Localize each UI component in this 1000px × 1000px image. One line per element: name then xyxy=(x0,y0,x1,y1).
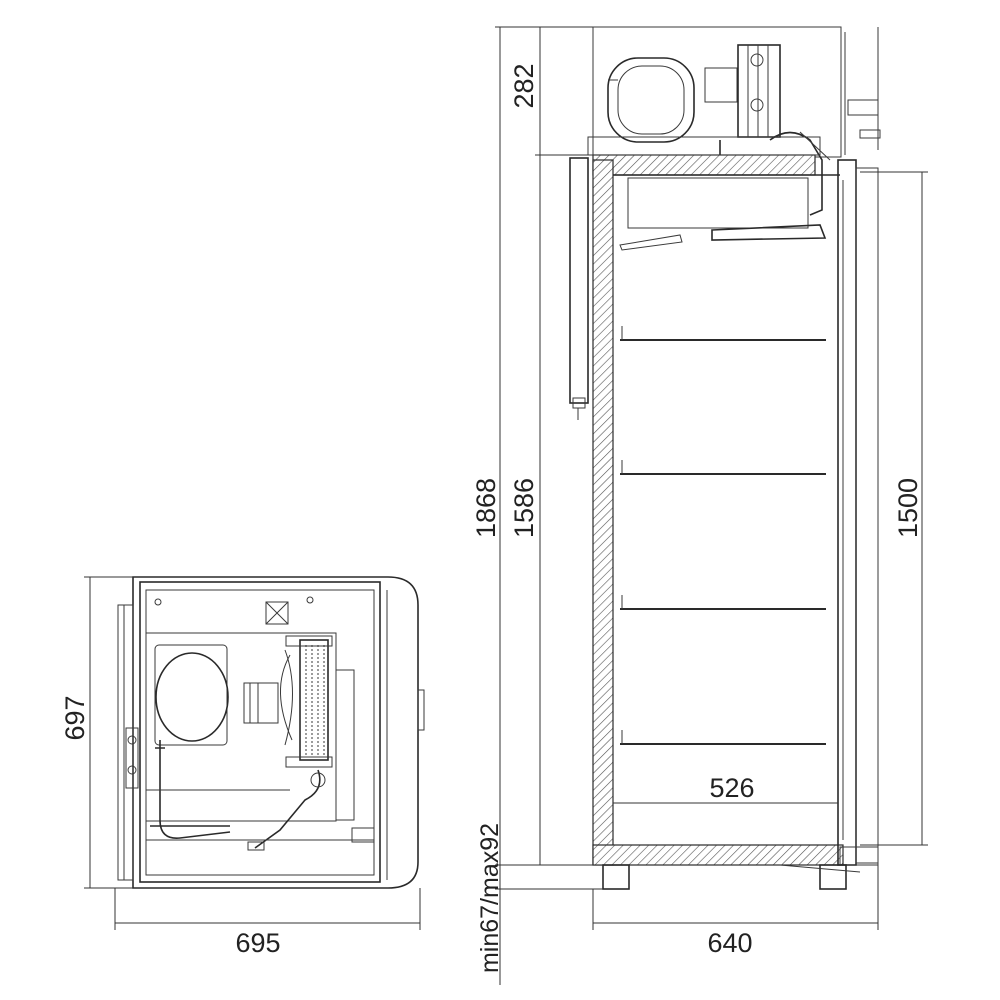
side-view xyxy=(569,26,881,890)
top-condenser-fan xyxy=(737,44,781,138)
dim-body-height: 1586 xyxy=(509,478,539,538)
dim-inner-height: 1500 xyxy=(893,478,923,538)
dim-top-unit-height: 282 xyxy=(509,63,539,108)
dim-side-width: 640 xyxy=(707,928,752,958)
plan-body xyxy=(139,581,381,883)
foot-right xyxy=(819,864,847,890)
plan-pipes xyxy=(150,740,321,849)
plan-view xyxy=(117,576,425,889)
back-drain-tube xyxy=(569,157,589,404)
evaporator xyxy=(627,177,809,229)
top-fan-motor xyxy=(704,67,738,103)
dim-inner-width: 526 xyxy=(709,773,754,803)
top-compressor xyxy=(607,57,695,143)
glass-door xyxy=(837,159,857,866)
dim-plan-depth: 697 xyxy=(60,695,90,740)
cabinet-bottom xyxy=(592,844,844,866)
side-dimensions: 1868 282 1586 min67/max92 1500 526 640 xyxy=(471,26,928,985)
plan-machine-compartment xyxy=(145,632,337,822)
plan-outer-outline xyxy=(132,576,419,889)
cabinet-left-wall xyxy=(592,159,614,866)
plan-condenser xyxy=(299,639,329,761)
plan-fan-motor xyxy=(243,682,279,724)
plan-dimensions: 697 695 xyxy=(60,576,421,958)
dim-plan-width: 695 xyxy=(235,928,280,958)
dim-total-height: 1868 xyxy=(471,478,501,538)
shelves xyxy=(620,326,826,745)
dim-foot-height: min67/max92 xyxy=(476,823,504,973)
plan-back-panel xyxy=(117,604,134,881)
plan-compressor xyxy=(155,652,229,742)
top-insulation xyxy=(592,154,816,176)
foot-left xyxy=(602,864,630,890)
